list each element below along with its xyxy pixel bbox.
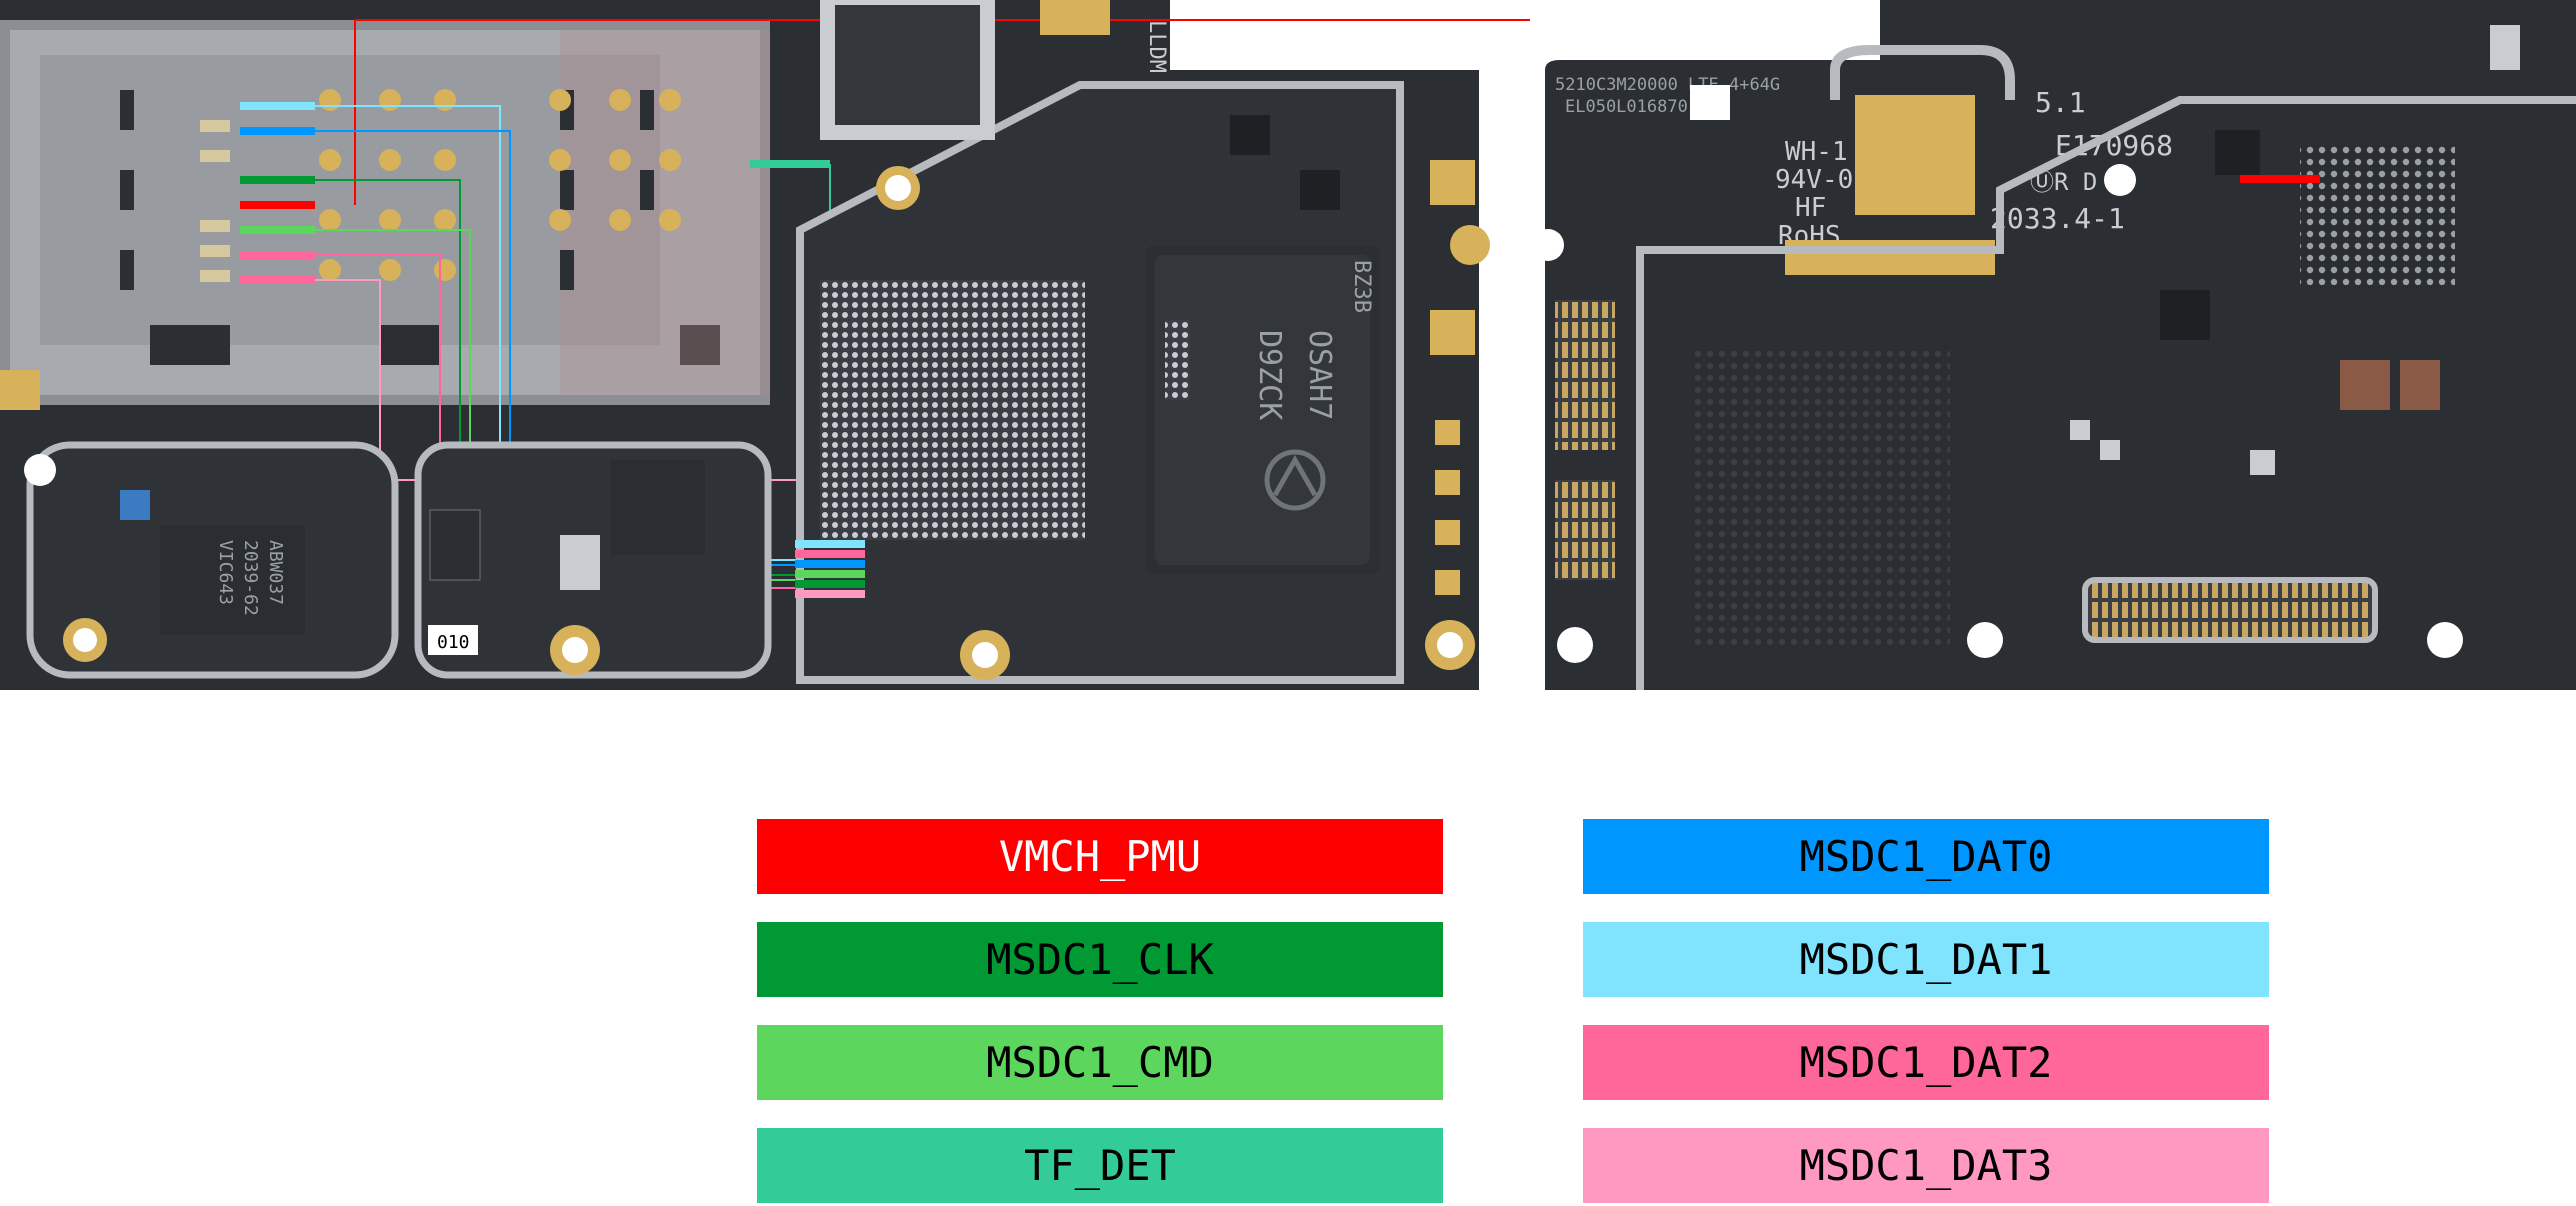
svg-text:LLDM: LLDM [1144,20,1169,73]
svg-text:WH-1: WH-1 [1785,137,1848,167]
legend-item-msdc1-clk: MSDC1_CLK [757,922,1443,997]
legend-label: MSDC1_DAT3 [1799,1141,2053,1190]
svg-text:010: 010 [437,632,470,653]
legend-label: MSDC1_DAT0 [1799,832,2053,881]
svg-text:ABW037: ABW037 [265,540,286,605]
right-pcb: 5210C3M20000 LTE 4+64G EL050L016870 WH-1… [1530,0,2576,690]
svg-text:VIC643: VIC643 [215,540,236,605]
legend-item-msdc1-dat1: MSDC1_DAT1 [1583,922,2269,997]
legend-label: MSDC1_DAT2 [1799,1038,2053,1087]
svg-text:BZ3B: BZ3B [1349,260,1374,313]
legend-item-tf-det: TF_DET [757,1128,1443,1203]
legend-item-msdc1-dat3: MSDC1_DAT3 [1583,1128,2269,1203]
svg-text:OSAH7: OSAH7 [1302,330,1337,420]
top-chip: LLDM [820,0,1169,140]
pcb-board-diagram: OSAH7 D9ZCK BZ3B LLDM [0,0,2576,690]
legend-item-msdc1-cmd: MSDC1_CMD [757,1025,1443,1100]
legend-label: MSDC1_DAT1 [1799,935,2053,984]
legend-item-msdc1-dat0: MSDC1_DAT0 [1583,819,2269,894]
legend-item-msdc1-dat2: MSDC1_DAT2 [1583,1025,2269,1100]
legend-label: MSDC1_CMD [986,1038,1214,1087]
legend-label: TF_DET [1024,1141,1176,1190]
legend-item-vmch-pmu: VMCH_PMU [757,819,1443,894]
date-text: 2033.4-1 [1990,202,2125,235]
legend-label: MSDC1_CLK [986,935,1214,984]
sim-tray [0,20,770,410]
shield-area: OSAH7 D9ZCK BZ3B [796,81,1490,684]
middle-module: 010 [414,441,1475,680]
version-text: 5.1 [2035,86,2086,119]
serial-text: EL050L016870 [1565,97,1688,117]
svg-text:D9ZCK: D9ZCK [1252,330,1287,420]
svg-text:HF: HF [1795,193,1826,223]
codec-module: VIC643 2039-62 ABW037 [24,441,399,679]
chip-net-badges [795,540,865,598]
model-text: 5210C3M20000 LTE 4+64G [1555,75,1780,95]
svg-text:94V-0: 94V-0 [1775,165,1853,195]
left-pcb: OSAH7 D9ZCK BZ3B LLDM [0,0,2381,690]
legend-label: VMCH_PMU [998,832,1202,881]
svg-text:2039-62: 2039-62 [240,540,261,616]
tray-net-markers [240,102,830,284]
